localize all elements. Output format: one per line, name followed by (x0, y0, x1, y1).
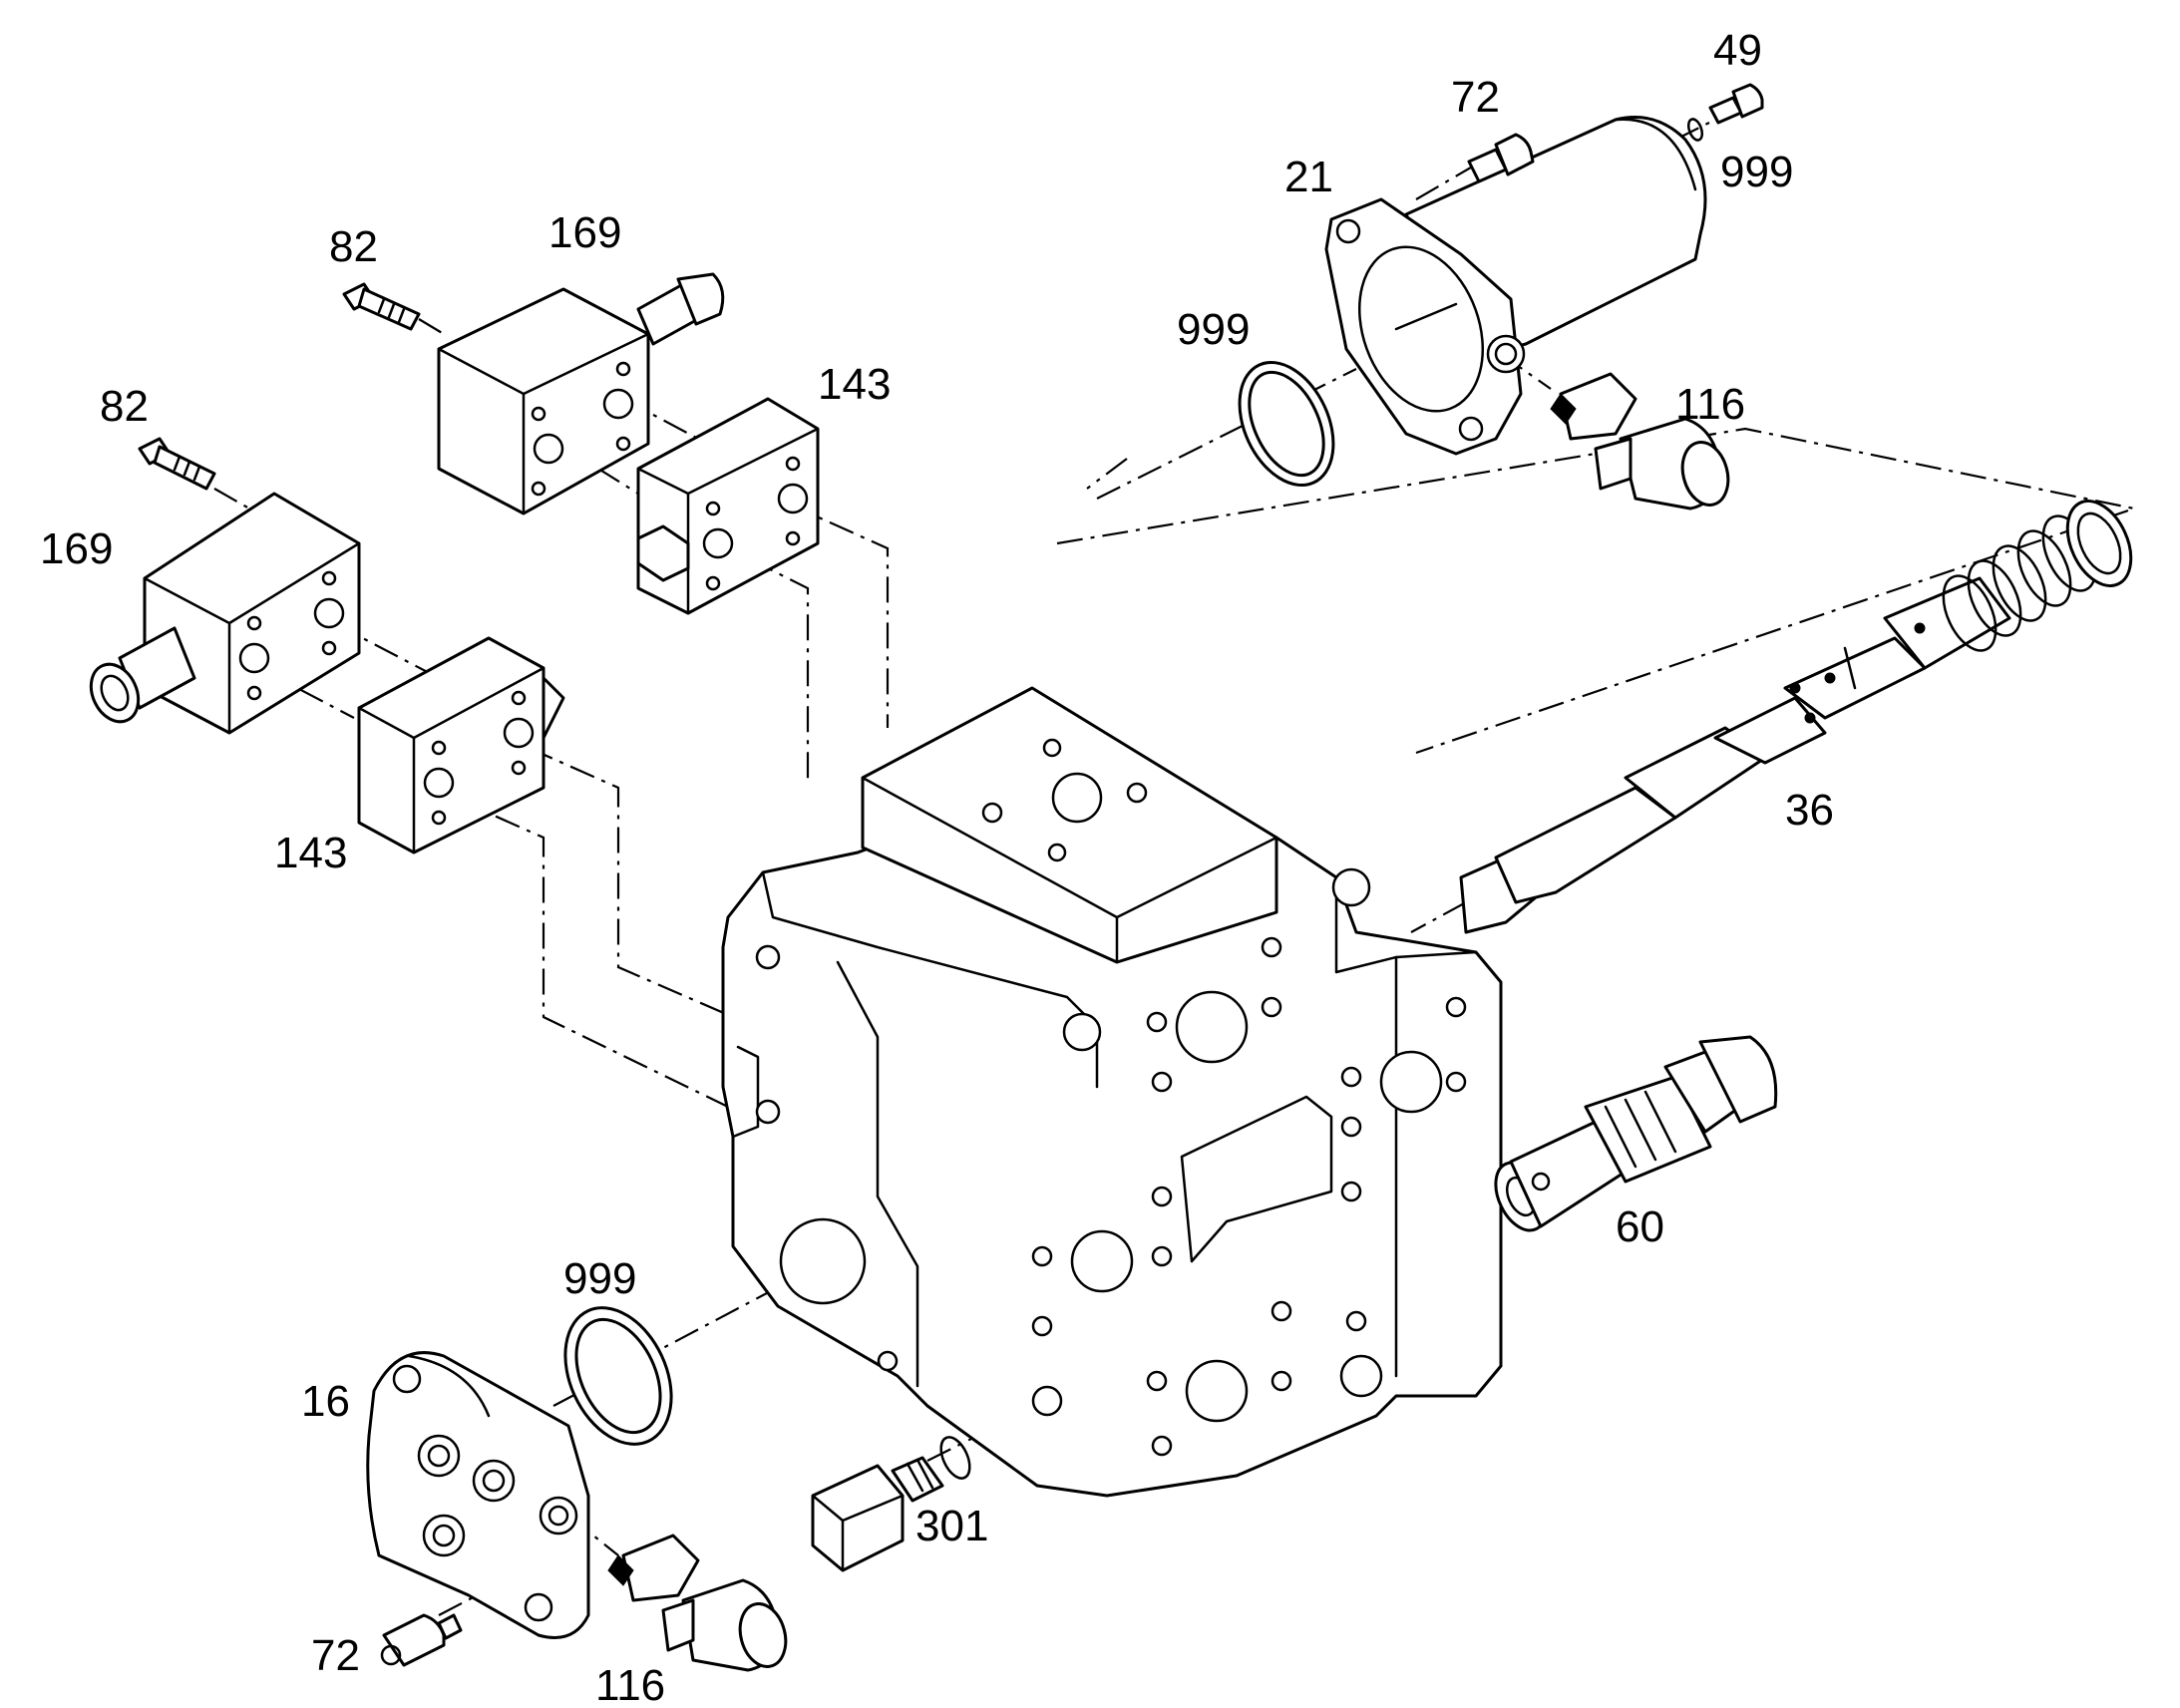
label-72-bottom: 72 (311, 1631, 360, 1680)
label-21: 21 (1284, 153, 1333, 201)
seal-301 (939, 1436, 971, 1480)
screw-72-top (1467, 133, 1535, 183)
plug-301 (811, 1456, 944, 1572)
block-169-left (89, 492, 361, 735)
label-82-left: 82 (100, 382, 149, 431)
housing-21 (1324, 116, 1707, 456)
screw-72-bottom (380, 1613, 463, 1667)
label-16: 16 (301, 1377, 350, 1426)
label-72-top: 72 (1451, 73, 1500, 122)
screw-82-top (342, 282, 421, 331)
relief-valve-60 (1494, 1035, 1778, 1232)
main-valve-body (721, 686, 1503, 1498)
label-169-top: 169 (548, 208, 621, 257)
label-116-top: 116 (1675, 380, 1745, 429)
screw-82-left (138, 437, 216, 491)
washer-999-top (1686, 118, 1704, 142)
label-999-top-right: 999 (1720, 148, 1793, 196)
label-116-bottom: 116 (595, 1661, 665, 1708)
label-999-ring-top: 999 (1177, 305, 1250, 354)
label-36: 36 (1785, 786, 1834, 835)
part-labels: 49 72 21 999 999 116 169 82 143 82 169 1… (40, 26, 1834, 1708)
label-82-top: 82 (329, 222, 378, 271)
solenoid-116-top (1550, 372, 1730, 511)
o-ring-999-top (1238, 360, 1335, 488)
solenoid-116-bottom (607, 1534, 788, 1672)
label-301: 301 (915, 1502, 988, 1550)
label-60: 60 (1616, 1202, 1664, 1251)
cover-16 (366, 1351, 590, 1639)
label-49: 49 (1713, 26, 1762, 75)
block-169-top (437, 272, 725, 515)
o-ring-999-bottom (563, 1306, 673, 1446)
label-143-left: 143 (274, 829, 347, 877)
block-143-left (357, 636, 565, 854)
screw-49 (1708, 83, 1764, 125)
label-169-left: 169 (40, 524, 113, 573)
label-143-top: 143 (818, 360, 891, 409)
label-999-bottom: 999 (563, 1254, 636, 1303)
block-143-top (636, 397, 820, 615)
spool-36 (1459, 500, 2133, 934)
